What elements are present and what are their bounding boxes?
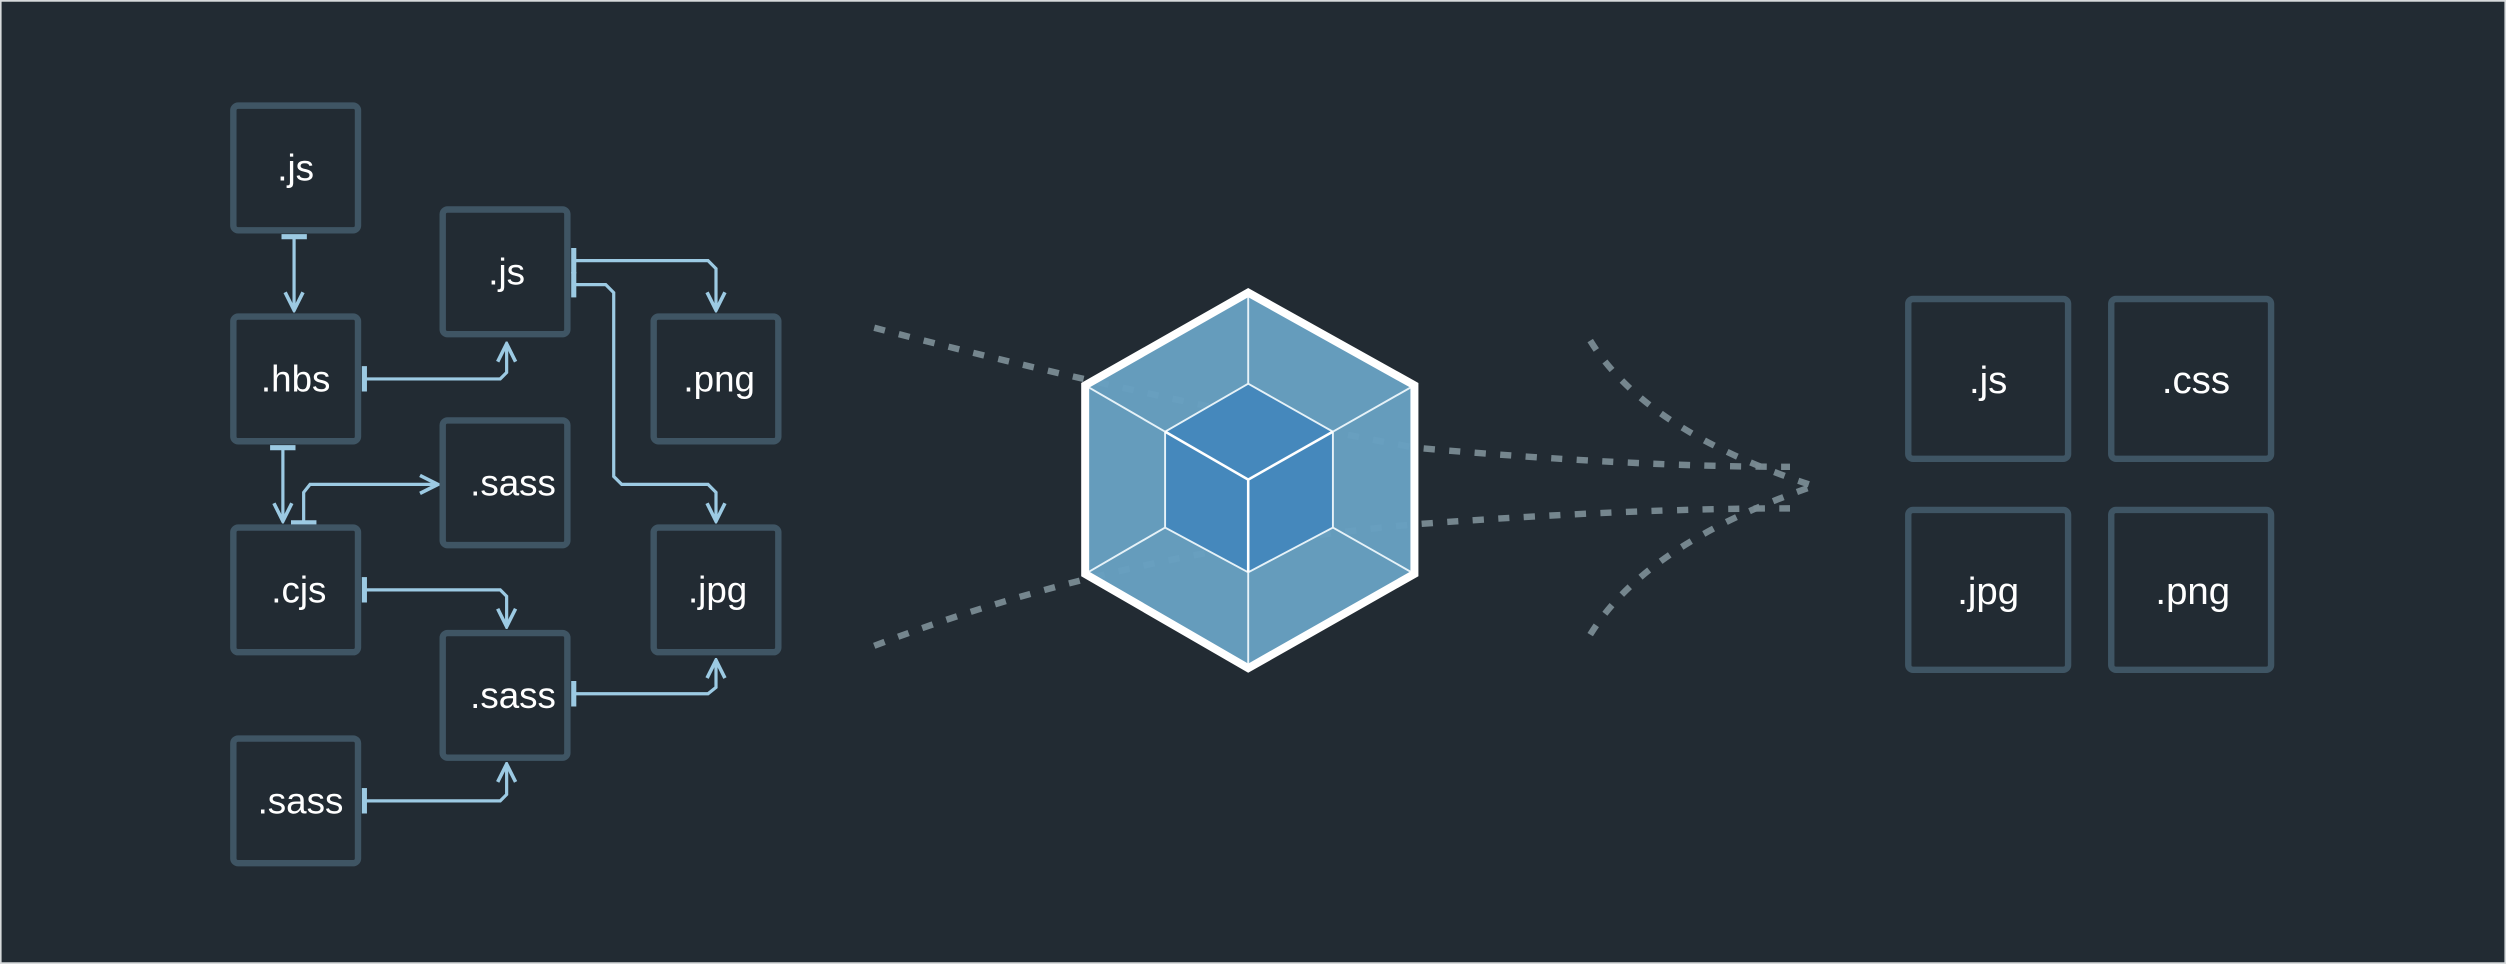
module-label: .cjs bbox=[271, 569, 326, 610]
module-label: .js bbox=[488, 251, 525, 292]
module-label: .sass bbox=[258, 780, 344, 821]
connector bbox=[574, 285, 716, 522]
connector bbox=[364, 590, 506, 627]
connector bbox=[364, 764, 506, 801]
output-assets: .js .css .jpg .png bbox=[1905, 295, 2275, 673]
asset-box: .js bbox=[1905, 295, 2072, 463]
asset-box: .css bbox=[2108, 295, 2275, 463]
module-box: .sass bbox=[439, 417, 571, 549]
asset-label: .jpg bbox=[1957, 570, 2019, 613]
module-box: .sass bbox=[230, 735, 362, 867]
module-label: .sass bbox=[470, 675, 556, 716]
module-box: .jpg bbox=[650, 524, 782, 656]
asset-box: .jpg bbox=[1905, 506, 2072, 673]
module-box: .png bbox=[650, 313, 782, 445]
connector bbox=[364, 344, 506, 379]
input-modules: .js .hbs .cjs .sass .js .sass .sass .png… bbox=[230, 102, 782, 867]
output-arc-top bbox=[1587, 338, 1815, 490]
module-label: .hbs bbox=[261, 358, 330, 399]
module-box: .cjs bbox=[230, 524, 362, 656]
module-box: .js bbox=[230, 102, 362, 234]
connector bbox=[574, 660, 716, 694]
asset-label: .png bbox=[2155, 570, 2230, 613]
dependency-connectors bbox=[283, 237, 716, 801]
output-arc-bottom bbox=[1587, 482, 1816, 637]
connector bbox=[304, 484, 438, 522]
module-label: .sass bbox=[470, 462, 556, 503]
module-label: .js bbox=[277, 147, 314, 188]
asset-label: .js bbox=[1969, 359, 2007, 402]
module-label: .jpg bbox=[688, 569, 747, 610]
module-box: .js bbox=[439, 206, 571, 338]
flow-lines bbox=[873, 324, 1816, 649]
module-label: .png bbox=[683, 358, 755, 399]
module-box: .sass bbox=[439, 629, 571, 761]
asset-label: .css bbox=[2162, 359, 2230, 402]
flow-line-bottom bbox=[873, 505, 1791, 649]
asset-box: .png bbox=[2108, 506, 2275, 673]
webpack-cube-logo bbox=[1081, 288, 1419, 673]
module-box: .hbs bbox=[230, 313, 362, 445]
